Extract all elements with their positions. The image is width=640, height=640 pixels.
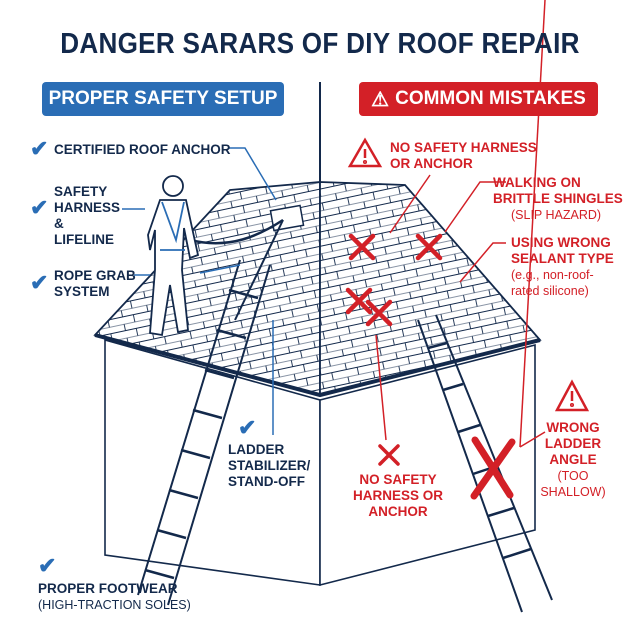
right-ladder	[417, 314, 553, 613]
x-icon	[415, 233, 443, 261]
sealant-note: (e.g., non-roof-rated silicone)	[511, 268, 594, 298]
warning-triangle-icon	[554, 379, 590, 412]
x-icon	[348, 233, 376, 261]
warning-triangle-icon: ⚠	[371, 88, 390, 111]
x-icon	[470, 436, 516, 500]
check-icon: ✔	[238, 415, 257, 440]
sealant-label: USING WRONG SEALANT TYPE	[511, 235, 614, 266]
check-icon: ✔	[38, 553, 57, 578]
page-title: DANGER SARARS OF DIY ROOF REPAIR	[60, 28, 580, 60]
warning-triangle-icon	[347, 137, 383, 168]
check-icon: ✔	[30, 270, 49, 295]
proper-safety-header: PROPER SAFETY SETUP	[42, 82, 284, 116]
label-wrong-ladder-angle: WRONG LADDER ANGLE (TOO SHALLOW)	[528, 420, 618, 500]
footwear-label: PROPER FOOTWEAR	[38, 581, 178, 596]
brittle-note: (SLIP HAZARD)	[511, 208, 602, 222]
x-icon	[345, 287, 373, 315]
label-no-harness-bottom: NO SAFETY HARNESS OR ANCHOR	[352, 472, 443, 519]
left-ladder	[137, 259, 271, 606]
x-icon	[365, 299, 393, 327]
check-icon: ✔	[30, 136, 49, 161]
label-safety-harness: SAFETY HARNESS & LIFELINE	[54, 184, 121, 247]
label-proper-footwear: PROPER FOOTWEAR (HIGH-TRACTION SOLES)	[38, 581, 191, 613]
header-label: PROPER SAFETY SETUP	[48, 88, 278, 109]
label-certified-roof-anchor: CERTIFIED ROOF ANCHOR	[54, 142, 231, 157]
roof-anchor	[269, 204, 305, 232]
footwear-note: (HIGH-TRACTION SOLES)	[38, 598, 191, 612]
worker-figure	[147, 175, 200, 337]
ladder-angle-note: (TOO SHALLOW)	[540, 469, 606, 499]
x-icon	[378, 444, 400, 466]
common-mistakes-header: ⚠ COMMON MISTAKES	[359, 82, 598, 116]
brittle-label: WALKING ON BRITTLE SHINGLES	[493, 175, 623, 206]
label-no-harness-top: NO SAFETY HARNESS OR ANCHOR	[390, 140, 537, 171]
label-rope-grab: ROPE GRAB SYSTEM	[54, 268, 136, 299]
label-wrong-sealant: USING WRONG SEALANT TYPE (e.g., non-roof…	[511, 235, 621, 299]
lifeline	[189, 218, 284, 245]
label-ladder-stabilizer: LADDER STABILIZER/ STAND-OFF	[228, 442, 311, 489]
right-wall	[319, 343, 536, 587]
mistake-x-marks	[345, 233, 516, 500]
header-label: COMMON MISTAKES	[395, 88, 586, 109]
label-brittle-shingles: WALKING ON BRITTLE SHINGLES (SLIP HAZARD…	[493, 175, 623, 223]
ladder-angle-label: WRONG LADDER ANGLE	[544, 420, 602, 467]
check-icon: ✔	[30, 195, 49, 220]
